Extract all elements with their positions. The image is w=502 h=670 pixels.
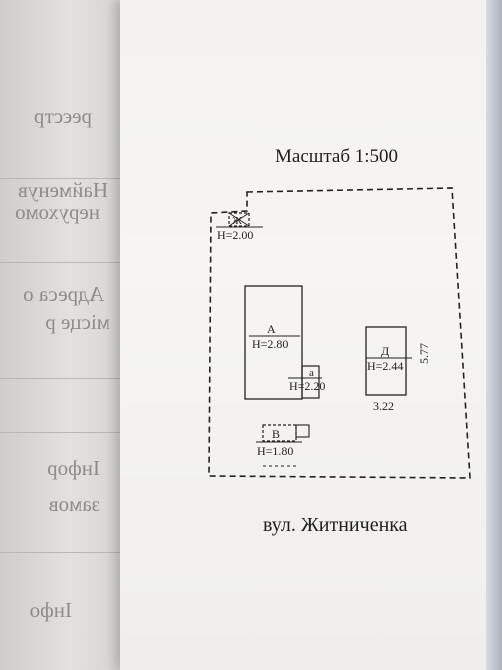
height-label: Н=2.44 [367, 359, 403, 373]
height-label: Н=2.20 [289, 379, 325, 393]
building-letter: а [309, 367, 314, 379]
page-rule [0, 432, 120, 433]
building-letter: Ж [232, 215, 242, 227]
building-a: А Н=2.80 [244, 285, 303, 400]
height-label: Н=2.80 [252, 337, 288, 351]
page-rule [0, 178, 120, 179]
underlying-page: реєстр Найменув нерухомо Адреса о місце … [0, 0, 128, 670]
property-boundary [208, 187, 471, 479]
scale-label: Масштаб 1:500 [275, 146, 399, 167]
building-letter: Д [381, 344, 389, 358]
building-letter: А [267, 322, 276, 336]
page-rule [0, 262, 120, 263]
building-v: В Н=1.80 [256, 424, 310, 467]
height-label: Н=1.80 [257, 444, 293, 458]
width-dimension: 3.22 [373, 399, 394, 413]
street-label: вул. Житниченка [263, 514, 408, 536]
building-zh: Ж Н=2.00 [216, 212, 263, 242]
page-edge [486, 0, 502, 670]
page-rule [0, 378, 120, 379]
building-d: Д Н=2.44 3.22 5.77 [365, 326, 431, 413]
building-letter: В [272, 427, 280, 441]
plan-page [120, 0, 502, 670]
depth-dimension: 5.77 [417, 343, 431, 364]
page-rule [0, 552, 120, 553]
extension-a-small: а Н=2.20 [288, 365, 325, 399]
height-label: Н=2.00 [217, 228, 253, 242]
